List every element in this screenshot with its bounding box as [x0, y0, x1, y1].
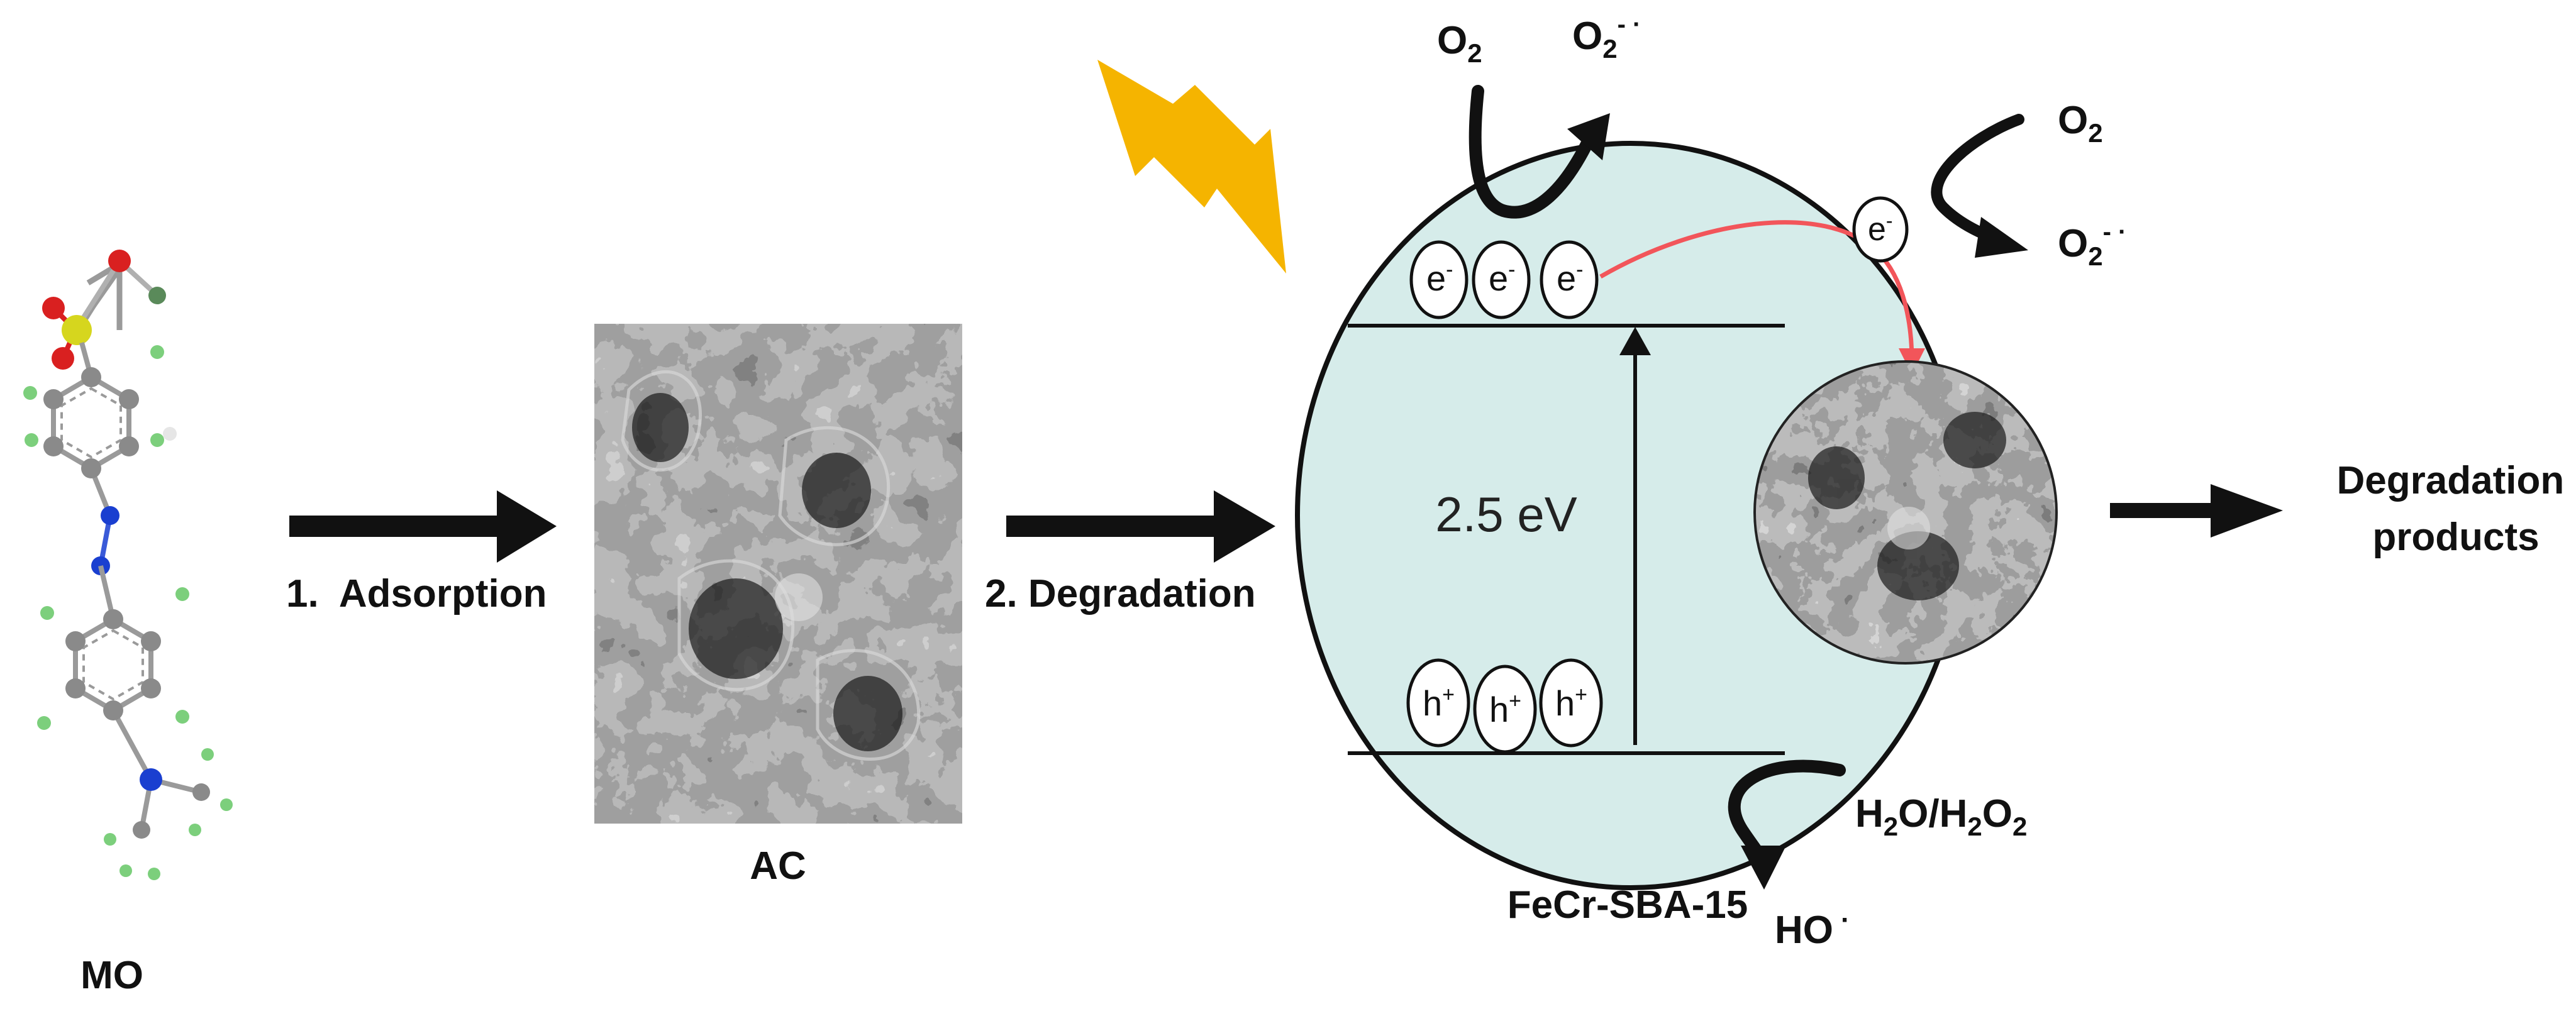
- lightning-bolt-icon: [1097, 60, 1286, 273]
- arrow-degradation: [1006, 490, 1275, 563]
- species-hydroxyl: HO·: [1775, 905, 1850, 952]
- species-superoxide-right: O2- ·: [2058, 218, 2126, 271]
- label-mo: MO: [80, 954, 143, 997]
- electron-charge: -: [1576, 258, 1583, 282]
- hole-label: h: [1489, 690, 1509, 729]
- electron-carriers: e- e- e-: [1409, 240, 1599, 319]
- label-step-degradation: 2. Degradation: [985, 572, 1256, 615]
- hole-label: h: [1555, 683, 1575, 723]
- methyl-orange-molecule-icon: [23, 250, 233, 880]
- electron-bubble: e-: [1852, 196, 1909, 263]
- svg-text:e-: e-: [1489, 258, 1515, 298]
- hole-charge: +: [1442, 683, 1455, 707]
- hydroxyl-formation-arrow: [1728, 759, 1846, 890]
- sem-micrograph-circle-icon: [1753, 360, 2058, 665]
- electron-label: e: [1489, 258, 1508, 298]
- label-products: Degradation products: [2337, 459, 2575, 559]
- electron-label: e: [1426, 258, 1446, 298]
- electron-label: e: [1557, 258, 1576, 298]
- svg-text:e-: e-: [1557, 258, 1583, 298]
- band-gap-value: 2.5 eV: [1435, 487, 1577, 542]
- svg-text:h+: h+: [1423, 683, 1455, 723]
- oxygen-reduction-arrow-right: [1931, 114, 2028, 258]
- svg-text:e-: e-: [1426, 258, 1453, 298]
- arrow-adsorption: [289, 490, 557, 563]
- electron-charge: -: [1446, 258, 1453, 282]
- electron-charge: -: [1508, 258, 1515, 282]
- arrow-products: [2110, 484, 2283, 538]
- species-o2-top: O2: [1437, 19, 1482, 68]
- oxygen-reduction-arrow-top: [1468, 85, 1610, 219]
- svg-text:e-: e-: [1868, 209, 1893, 248]
- species-superoxide-top: O2- ·: [1572, 11, 1641, 63]
- svg-text:h+: h+: [1555, 683, 1587, 723]
- sem-micrograph-icon: [594, 324, 962, 824]
- hole-charge: +: [1509, 689, 1521, 713]
- hole-carriers: h+ h+ h+: [1406, 658, 1603, 754]
- hole-charge: +: [1575, 683, 1587, 707]
- species-o2-right: O2: [2058, 99, 2103, 148]
- label-step-adsorption: 1. Adsorption: [286, 572, 547, 615]
- hole-label: h: [1423, 683, 1442, 723]
- electron-transfer-arrow: [1599, 220, 1925, 375]
- label-ac: AC: [750, 844, 806, 888]
- species-water-peroxide: H2O/H2O2: [1855, 792, 2027, 841]
- label-catalyst: FeCr-SBA-15: [1507, 883, 1748, 927]
- svg-text:h+: h+: [1489, 689, 1521, 729]
